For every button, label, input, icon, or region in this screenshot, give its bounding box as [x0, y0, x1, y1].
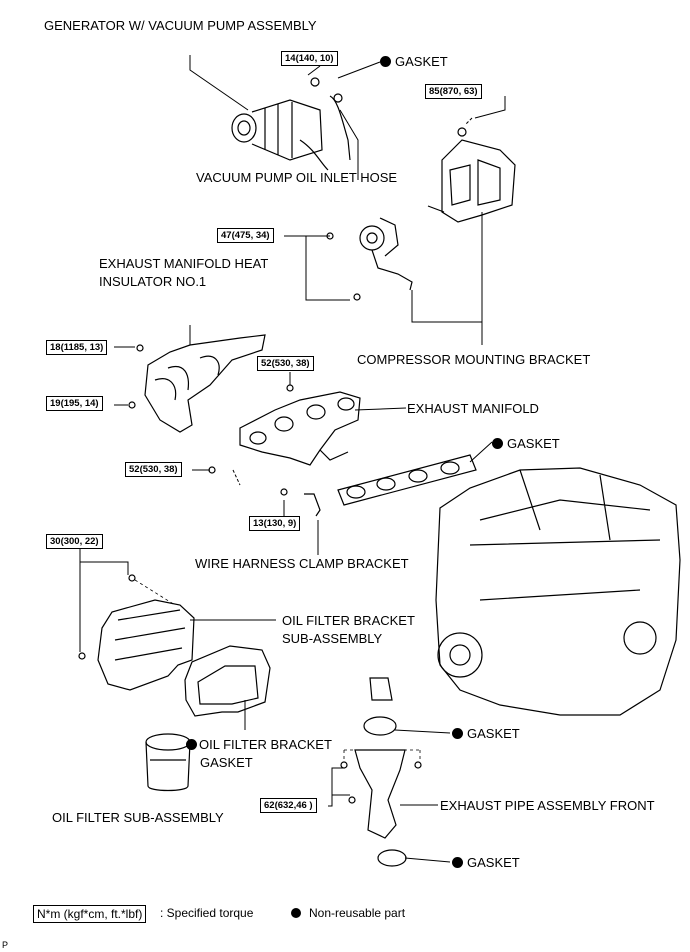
gasket-label-2: GASKET — [492, 436, 560, 451]
dashed-lines — [134, 579, 421, 762]
torque-box: 14(140, 10) — [281, 51, 338, 66]
non-reusable-dot-icon — [380, 56, 391, 67]
heat-insulator-label-2: INSULATOR NO.1 — [99, 274, 207, 289]
exhaust-pipe-drawing — [340, 677, 422, 867]
vacuum-hose-label: VACUUM PUMP OIL INLET HOSE — [196, 170, 398, 185]
leader-lines — [79, 55, 506, 863]
wire-harness-bracket-drawing — [280, 488, 321, 517]
non-reusable-dot-icon — [186, 739, 197, 750]
torque-box: 13(130, 9) — [249, 516, 301, 531]
non-reusable-dot-icon — [452, 857, 463, 868]
non-reusable-dot-icon — [291, 908, 301, 918]
manifold-gasket-drawing — [337, 454, 477, 506]
oil-filter-drawing — [145, 733, 191, 792]
generator-label: GENERATOR W/ VACUUM PUMP ASSEMBLY — [44, 18, 317, 33]
compressor-bracket-drawing — [326, 127, 516, 301]
oil-filter-label: OIL FILTER SUB-ASSEMBLY — [52, 810, 224, 825]
torque-box: 18(1185, 13) — [46, 340, 108, 355]
gasket-label-1: GASKET — [380, 54, 448, 69]
footer-code: P — [2, 940, 9, 950]
heat-insulator-label-1: EXHAUST MANIFOLD HEAT — [99, 256, 269, 271]
heat-insulator-drawing — [128, 334, 266, 433]
torque-box: 52(530, 38) — [257, 356, 314, 371]
generator-drawing — [231, 77, 351, 171]
exhaust-manifold-drawing — [208, 384, 361, 474]
legend-nonreusable: Non-reusable part — [291, 906, 405, 921]
non-reusable-dot-icon — [452, 728, 463, 739]
oil-filter-bracket-label-2: SUB-ASSEMBLY — [282, 631, 383, 646]
oil-filter-bracket-label-1: OIL FILTER BRACKET — [282, 613, 415, 628]
torque-box: 52(530, 38) — [125, 462, 182, 477]
gasket-label-3: GASKET — [452, 726, 520, 741]
oil-filter-bracket-drawing — [78, 574, 195, 691]
wire-harness-label: WIRE HARNESS CLAMP BRACKET — [195, 556, 409, 571]
exhaust-pipe-label: EXHAUST PIPE ASSEMBLY FRONT — [440, 798, 655, 813]
exhaust-manifold-label: EXHAUST MANIFOLD — [407, 401, 539, 416]
oil-filter-gasket-label-1: OIL FILTER BRACKET — [186, 737, 332, 752]
gasket-label-4: GASKET — [452, 855, 520, 870]
oil-filter-gasket-drawing — [184, 645, 271, 717]
engine-block-drawing — [435, 467, 681, 716]
torque-box: 30(300, 22) — [46, 534, 103, 549]
legend-torque-text: : Specified torque — [160, 906, 254, 920]
oil-filter-gasket-label-2: GASKET — [200, 755, 253, 770]
torque-box: 62(632,46 ) — [260, 798, 317, 813]
compressor-bracket-label: COMPRESSOR MOUNTING BRACKET — [357, 352, 591, 367]
non-reusable-dot-icon — [492, 438, 503, 449]
torque-box: 47(475, 34) — [217, 228, 274, 243]
torque-box: 19(195, 14) — [46, 396, 103, 411]
torque-box: 85(870, 63) — [425, 84, 482, 99]
legend-torque-box: N*m (kgf*cm, ft.*lbf) — [33, 905, 147, 923]
